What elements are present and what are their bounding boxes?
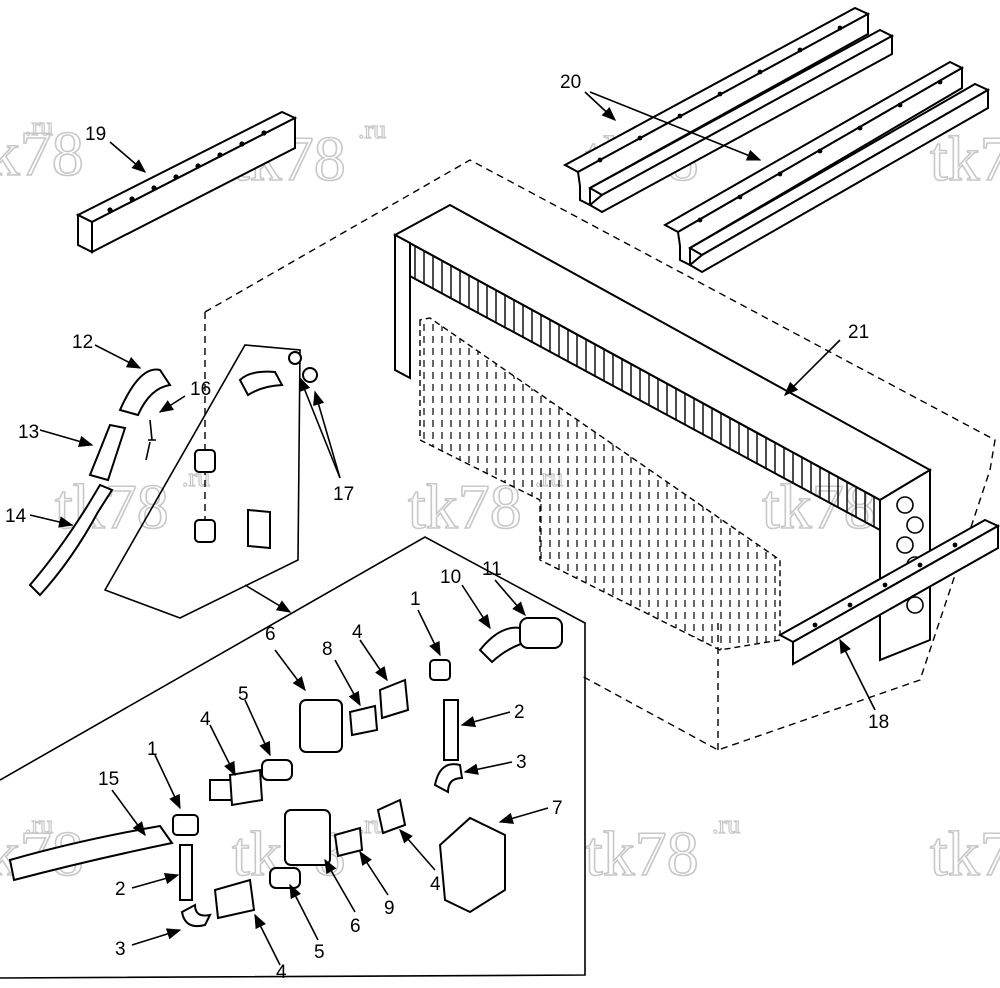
callout-3b: 3 <box>115 939 126 960</box>
callout-2a: 2 <box>514 702 525 723</box>
fittings-panel <box>103 344 318 619</box>
callout-17: 17 <box>333 484 354 505</box>
callout-3a: 3 <box>516 752 527 773</box>
callout-12: 12 <box>72 332 93 353</box>
watermark-suffix: .ru <box>25 112 53 141</box>
callout-6a: 6 <box>265 624 276 645</box>
callout-10: 10 <box>440 567 461 588</box>
callout-18: 18 <box>868 712 889 733</box>
mounting-bracket-18 <box>777 518 1000 666</box>
callout-20: 20 <box>560 72 581 93</box>
leader-lines <box>29 91 876 966</box>
callout-21: 21 <box>848 322 869 343</box>
callout-14: 14 <box>5 506 27 527</box>
callout-19: 19 <box>85 124 106 145</box>
watermark-suffix: .ru <box>712 810 740 839</box>
callout-6b: 6 <box>350 916 361 937</box>
watermark-text: tk78 <box>585 818 699 889</box>
watermark-text: tk78 <box>930 818 1000 889</box>
watermark-suffix: .ru <box>358 115 386 144</box>
channel-rails-20 <box>562 6 991 274</box>
callout-4b: 4 <box>200 709 211 730</box>
callout-2b: 2 <box>115 879 126 900</box>
callout-1b: 1 <box>147 739 158 760</box>
callout-16: 16 <box>190 379 211 400</box>
callout-15: 15 <box>98 769 119 790</box>
callout-7: 7 <box>552 798 563 819</box>
callout-4a: 4 <box>352 622 363 643</box>
callout-5b: 5 <box>314 942 325 963</box>
callout-8: 8 <box>322 639 333 660</box>
callout-11: 11 <box>482 559 502 580</box>
callout-4c: 4 <box>276 962 287 983</box>
hose-assembly-left <box>28 368 172 597</box>
callout-13: 13 <box>18 422 39 443</box>
callout-5a: 5 <box>238 684 249 705</box>
watermark-text: tk78 <box>0 118 84 189</box>
watermark-suffix: .ru <box>25 810 53 839</box>
evaporator-coil-21 <box>392 203 933 662</box>
detail-exploded-view <box>0 536 586 979</box>
callout-4d: 4 <box>430 874 441 895</box>
callout-labels: 19 20 21 12 16 13 14 17 18 6 8 4 1 10 11… <box>5 72 889 983</box>
mounting-bracket-19 <box>75 110 298 254</box>
callout-1a: 1 <box>410 589 421 610</box>
callout-9: 9 <box>384 898 395 919</box>
